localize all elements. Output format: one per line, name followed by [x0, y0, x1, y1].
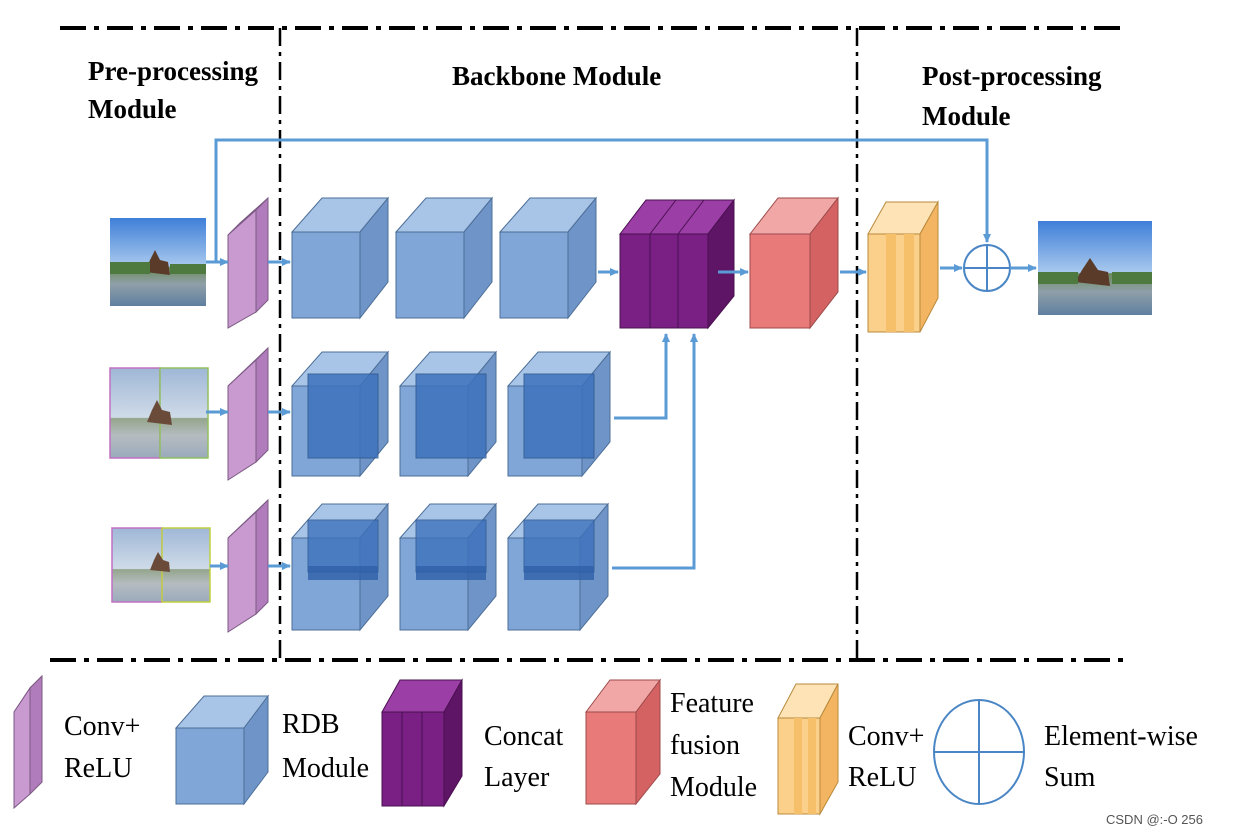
rdb-cube-row1-a [290, 196, 390, 320]
legend-rdb-label-1: RDB [282, 709, 340, 740]
legend-fusion-label-1: Feature [670, 688, 754, 719]
legend-post-conv-icon [777, 683, 839, 816]
legend-rdb-label-2: Module [282, 753, 369, 784]
legend-post-conv-label-2: ReLU [848, 762, 916, 793]
watermark: CSDN @:-O 256 [1106, 812, 1203, 827]
pre-conv-slab-row3 [227, 498, 269, 633]
flow-arrows [206, 138, 1037, 570]
input-image-quarters [111, 527, 211, 603]
post-processing-title-1: Post-processing [922, 61, 1102, 91]
legend-sum-label-2: Sum [1044, 762, 1096, 793]
legend-fusion-label-3: Module [670, 772, 757, 803]
pre-processing-title-2: Module [88, 94, 177, 124]
post-conv-relu [867, 200, 939, 333]
legend-post-conv-label-1: Conv+ [848, 721, 924, 752]
legend-concat-label-1: Concat [484, 721, 564, 752]
rdb-cube-row2-b [398, 350, 498, 478]
input-image-full [110, 218, 206, 306]
output-image [1038, 221, 1152, 315]
legend-concat-icon [381, 678, 463, 808]
legend-conv-relu-label-2: ReLU [64, 753, 132, 784]
legend-sum-label-1: Element-wise [1044, 721, 1198, 752]
input-image-halves [109, 367, 209, 459]
pre-conv-slab-row1 [227, 196, 269, 329]
pre-conv-slab-row2 [227, 346, 269, 481]
feature-fusion-module [748, 196, 840, 330]
rdb-cube-row3-c [506, 502, 610, 632]
module-borders [50, 26, 1125, 662]
rdb-cube-row3-b [398, 502, 498, 632]
backbone-title: Backbone Module [452, 61, 661, 91]
concat-layer [618, 198, 736, 330]
rdb-cube-row1-b [394, 196, 494, 320]
post-processing-title-2: Module [922, 101, 1011, 131]
legend-sum-icon [933, 699, 1025, 805]
backbone-border [278, 28, 859, 662]
pre-processing-title-1: Pre-processing [88, 56, 258, 86]
rdb-cube-row2-c [506, 350, 612, 478]
legend-concat-label-2: Layer [484, 762, 550, 793]
legend-rdb-icon [174, 694, 269, 806]
legend-conv-relu-label-1: Conv+ [64, 711, 140, 742]
legend-fusion-icon [585, 678, 661, 806]
rdb-cube-row1-c [498, 196, 598, 320]
rdb-cube-row2-a [290, 350, 390, 478]
rdb-cube-row3-a [290, 502, 390, 632]
legend-conv-relu-icon [13, 674, 43, 810]
element-wise-sum [963, 244, 1011, 292]
legend-fusion-label-2: fusion [670, 730, 740, 761]
